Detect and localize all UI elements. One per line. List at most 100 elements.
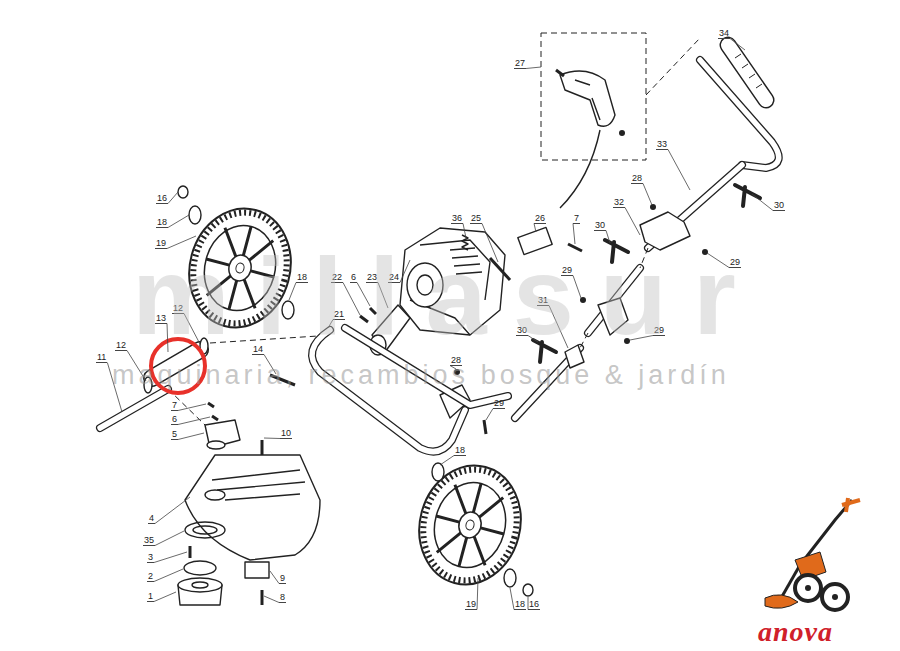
drawing-part [189,206,201,224]
callout-number: 4 [148,513,155,524]
callout-number: 18 [514,599,526,610]
drawing-part [765,595,798,608]
drawing-part [100,389,168,428]
leader-line [155,531,184,546]
drawing-part [541,33,646,160]
leader-line [486,409,493,421]
drawing-part [184,561,216,575]
drawing-part [728,45,766,100]
leader-line [668,150,690,191]
leader-line [463,224,466,239]
drawing-part [842,498,860,512]
brand-logo: anova [758,618,833,646]
drawing-part [575,80,600,120]
drawing-part [189,546,192,558]
drawing-part [406,454,534,596]
drawing-part [205,490,225,500]
drawing-part [261,590,264,605]
callout-number: 30 [594,220,606,231]
callout-number: 16 [528,599,540,610]
drawing-part [650,204,656,210]
callout-number: 30 [773,200,785,211]
callout-number: 9 [279,573,286,584]
leader-line [625,208,640,236]
drawing-part [832,594,838,600]
drawing-part [178,186,188,198]
drawing-part [822,584,848,610]
callout-number: 25 [470,213,482,224]
drawing-part [205,420,240,448]
leader-line [154,552,187,563]
leader-line [643,184,652,206]
cutting-head [178,403,320,605]
watermark-text: maquinaria, recambios bosque & jardín [112,362,730,389]
drawing-part [245,562,269,578]
leader-line [168,215,189,228]
leader-line [534,224,536,233]
leader-line [730,39,745,51]
drawing-part [212,470,305,500]
callout-number: 11 [96,352,107,363]
drawing-part [735,185,760,206]
callout-number: 12 [115,340,127,351]
callout-number: 18 [454,445,466,456]
callout-number: 7 [573,213,580,224]
leader-line [270,571,279,584]
callout-number: 1 [147,591,154,602]
callout-number: 10 [280,428,292,439]
callout-number: 7 [171,400,178,411]
callout-number: 35 [143,535,155,546]
drawing-part [504,569,516,587]
watermark: millasur [132,241,762,351]
callout-number: 36 [451,213,463,224]
drawing-part [556,70,564,76]
drawing-part [178,578,222,592]
drawing-part [728,45,766,100]
drawing-part [735,54,762,88]
leader-line [178,433,204,440]
callout-number: 5 [171,429,178,440]
drawing-part [193,526,217,534]
leader-line [168,192,178,204]
drawing-part [646,38,700,95]
callout-number: 28 [631,173,643,184]
drawing-part [619,130,625,136]
callout-number: 16 [156,193,168,204]
leader-line [178,404,206,411]
drawing-part [261,440,264,455]
drawing-part [523,584,533,596]
drawing-part [185,455,320,560]
leader-line [154,569,183,582]
callout-number: 18 [156,217,168,228]
drawing-part [207,441,225,449]
callout-number: 2 [147,571,154,582]
callout-number: 3 [147,552,154,563]
leader-line [155,497,190,524]
callout-number: 32 [613,197,625,208]
leader-line [264,438,280,440]
callout-number: 26 [534,213,546,224]
leader-line [154,592,176,602]
drawing-part [432,463,444,481]
leader-line [440,456,454,466]
drawing-part [560,130,600,208]
callout-number: 19 [465,599,477,610]
throttle-box [541,33,700,208]
leader-line [752,194,773,211]
callout-number: 27 [514,58,526,69]
callout-number: 34 [718,28,730,39]
drawing-part [185,522,225,538]
callout-number: 33 [656,139,668,150]
drawing-part [805,585,811,591]
drawing-part [800,500,852,565]
callout-number: 29 [493,398,505,409]
drawing-part [795,575,821,601]
leader-line [264,596,279,603]
thumbnail-machine [765,498,860,610]
callout-number: 6 [171,414,178,425]
drawing-part [484,420,486,434]
drawing-part [192,582,208,588]
callout-number: 8 [279,592,286,603]
